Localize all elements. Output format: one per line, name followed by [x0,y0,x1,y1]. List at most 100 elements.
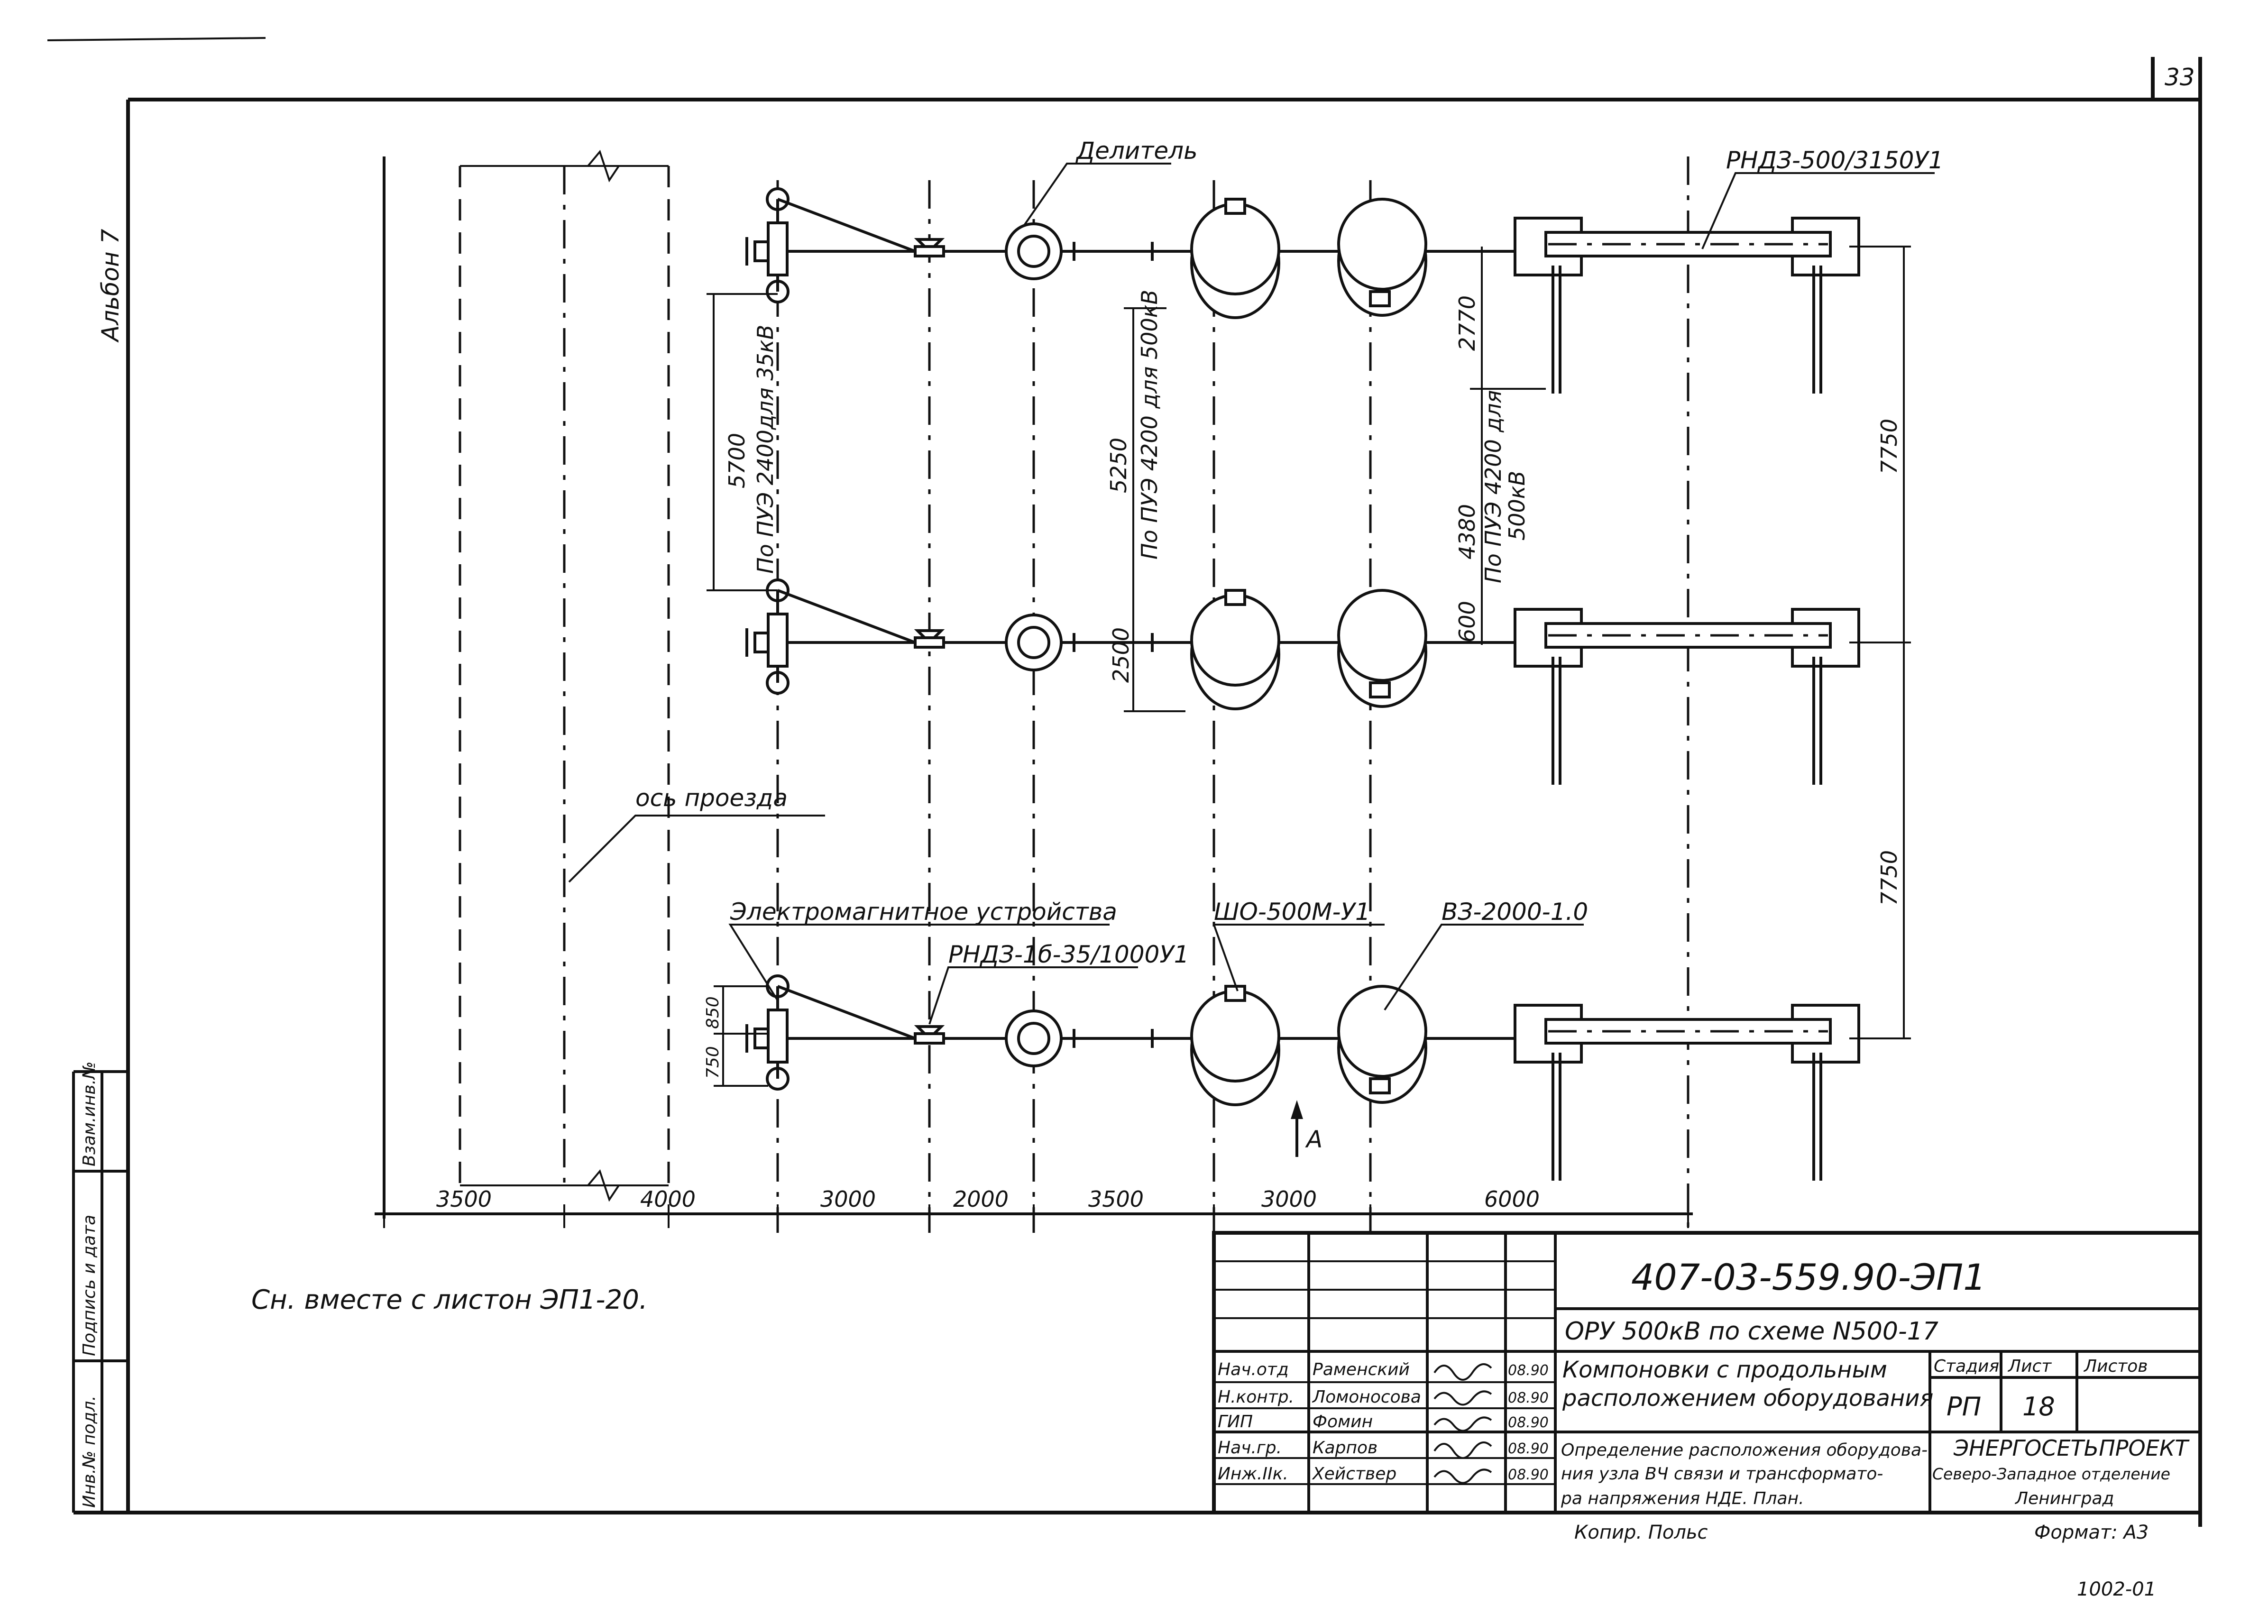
date-4: 08.90 [1508,1467,1549,1483]
name-0: Раменский [1313,1360,1410,1379]
rndz500-label: РНДЗ-500/3150У1 [1726,147,1944,174]
dim-4380-note-1: По ПУЭ 4200 для [1480,390,1506,583]
album-label: Альбон 7 [97,229,124,343]
dimensions: 5700 По ПУЭ 2400для 35кВ 5250 По ПУЭ 420… [703,246,1911,1087]
phase-2-rndz1b-body [914,636,945,649]
stamp-inv-label: Инв.№ подл. [80,1395,99,1508]
project-title: ОРУ 500кВ по схеме N500-17 [1565,1317,1938,1346]
signature-1 [1433,1390,1492,1406]
date-1: 08.90 [1508,1390,1549,1406]
phase-3-vz-cap [1369,1077,1391,1094]
dim-bottom-4000: 4000 [640,1186,696,1212]
phase-2-em-handle [753,632,770,653]
role-1: Н.контр. [1218,1387,1294,1407]
stamp-signature-label: Подпись и дата [80,1215,99,1356]
phase-3-em-body [767,1009,789,1064]
phase-1-em-body [767,221,789,276]
road-axis-label: ось проезда [635,784,788,812]
dim-bottom-3500a: 3500 [436,1186,492,1212]
page-number: 33 [2165,64,2195,91]
dim-5250: 5250 [1106,438,1131,493]
role-4: Инж.IIк. [1218,1464,1288,1484]
sheets-header: Листов [2083,1357,2148,1376]
name-4: Хействер [1312,1464,1396,1484]
dim-5700-note: По ПУЭ 2400для 35кВ [753,325,778,574]
sheet-title-1: Компоновки с продольным [1562,1357,1887,1383]
format-label: Формат: А3 [2034,1522,2149,1543]
org-city: Ленинград [2014,1489,2114,1508]
rndz1b-label: РНДЗ-1б-35/1000У1 [948,941,1189,968]
sheet-title-2: расположением оборудования [1562,1385,1933,1412]
signature-4 [1433,1468,1492,1484]
phase-2-vz-front [1337,589,1427,682]
vz-label: ВЗ-2000-1.0 [1442,898,1588,926]
document-code: 407-03-559.90-ЭП1 [1631,1256,1986,1298]
dim-2500: 2500 [1108,627,1134,683]
dim-4380-note-2: 500кВ [1504,471,1530,541]
vz-leader [1384,924,1584,1011]
dim-bottom-3000a: 3000 [820,1186,876,1212]
org-branch: Северо-Западное отделение [1932,1465,2170,1483]
dim-5700: 5700 [724,433,750,488]
phase-3-divider-inner [1017,1022,1050,1055]
role-0: Нач.отд [1218,1360,1289,1379]
dim-750: 750 [703,1046,723,1079]
sho-label: ШО-500М-У1 [1214,898,1370,926]
phase-1-sho-front [1190,202,1280,295]
desc-3: ра напряжения НДЕ. План. [1561,1489,1804,1508]
date-0: 08.90 [1508,1362,1549,1379]
em-device-leader [728,924,1110,1001]
signature-3 [1433,1441,1492,1459]
title-block: 407-03-559.90-ЭП1 ОРУ 500кВ по схеме N50… [1212,1231,2202,1600]
dim-7750-top: 7750 [1876,419,1902,474]
dim-4380: 4380 [1454,504,1480,560]
divider-leader [1023,163,1171,226]
see-also-note: Сн. вместе с листон ЭП1-20. [251,1285,648,1315]
side-stamp: Инв.№ подл. Подпись и дата Взам.инв.№ [72,1061,128,1513]
dim-850: 850 [703,996,723,1029]
phase-1-vz-front [1337,198,1427,291]
phase-1-divider-inner [1017,235,1050,268]
name-1: Ломоносова [1312,1387,1421,1407]
phase-1-em-link [777,198,916,253]
desc-2: ния узла ВЧ связи и трансформато- [1561,1464,1883,1484]
phase-1-rndz1b-body [914,245,945,257]
copied-by: Копир. Польс [1574,1522,1708,1543]
phase-1-vz-cap [1369,290,1391,307]
dim-2770: 2770 [1454,295,1480,351]
phase-3-rndz1b-body [914,1032,945,1045]
sho-leader [1212,924,1385,991]
phase-2-em-body [767,613,789,668]
stamp-replace-label: Взам.инв.№ [80,1061,99,1166]
stamp-number: 1002-01 [2077,1578,2156,1600]
phase-3-sho-front [1190,990,1280,1083]
name-2: Фомин [1313,1412,1373,1431]
dim-bottom-3000b: 3000 [1261,1186,1317,1212]
phases [745,187,1860,1181]
dim-bottom-2000: 2000 [953,1186,1009,1212]
bottom-dimension-line: 3500 4000 3000 2000 3500 3000 6000 [375,1186,1693,1228]
sheet-value: 18 [2022,1392,2055,1422]
phase-2-divider-inner [1017,626,1050,659]
road-area: ось проезда [383,149,825,1219]
phase-2-sho-cap [1224,589,1246,606]
em-device-label: Электромагнитное устройства [730,898,1117,926]
dim-600: 600 [1454,601,1480,642]
phase-3-em-link [777,985,916,1040]
stage-value: РП [1947,1392,1981,1422]
scan-artifact-line [47,37,266,41]
dim-7750-bottom: 7750 [1876,850,1902,906]
phase-3-em-handle [753,1028,770,1049]
stage-header: Стадия [1934,1357,1999,1376]
view-a-arrowhead [1291,1100,1303,1119]
role-3: Нач.гр. [1218,1438,1282,1458]
desc-1: Определение расположения оборудова- [1561,1440,1928,1460]
date-3: 08.90 [1508,1440,1549,1457]
dim-bottom-6000: 6000 [1484,1186,1540,1212]
phase-1-em-handle [753,240,770,262]
name-3: Карпов [1313,1438,1377,1458]
phase-3-sho-cap [1224,985,1246,1002]
phase-2-em-link [777,589,916,644]
rndz500-leader [1701,172,1935,249]
